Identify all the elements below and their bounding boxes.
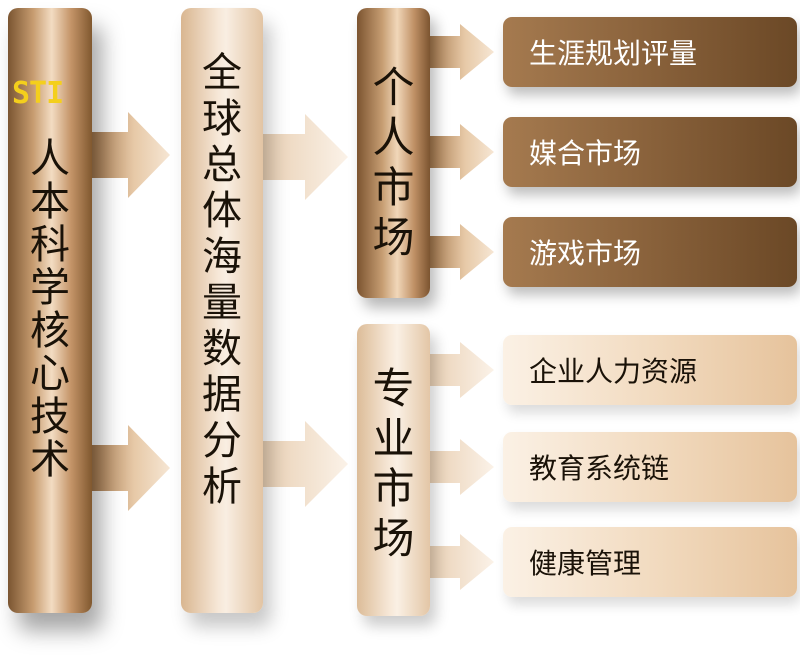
analysis-char: 析 [202, 464, 242, 510]
personal-market-char: 场 [372, 213, 415, 262]
core-tech-label: 人 本 科 学 核 心 技 术 [30, 138, 70, 482]
core-tech-char: 术 [30, 437, 70, 483]
professional-market-char: 市 [372, 464, 415, 513]
core-tech-char: 技 [30, 394, 70, 440]
arrow-personal-item-3 [429, 224, 494, 280]
professional-market-char: 场 [372, 514, 415, 563]
analysis-char: 总 [202, 142, 242, 188]
analysis-char: 量 [202, 280, 242, 326]
core-tech-char: 人 [30, 136, 70, 182]
analysis-char: 球 [202, 96, 242, 142]
arrow-core-to-analysis-top [90, 112, 170, 198]
personal-market-label: 个 人 市 场 [372, 63, 414, 263]
personal-item-game-market: 游戏市场 [503, 217, 797, 287]
arrow-professional-item-2 [429, 439, 494, 495]
arrow-professional-item-3 [429, 534, 494, 590]
professional-item-enterprise-hr: 企业人力资源 [503, 335, 797, 405]
core-tech-char: 科 [30, 222, 70, 268]
core-tech-char: 学 [30, 265, 70, 311]
analysis-char: 全 [202, 50, 242, 96]
analysis-char: 据 [202, 372, 242, 418]
arrow-analysis-to-personal [262, 114, 348, 200]
personal-market-pillar: 个 人 市 场 [357, 8, 430, 298]
arrow-core-to-analysis-bottom [90, 425, 170, 511]
sti-logo: STI [12, 76, 64, 111]
personal-market-char: 市 [372, 163, 415, 212]
arrow-analysis-to-professional [262, 421, 348, 507]
professional-market-char: 专 [372, 364, 415, 413]
arrow-professional-item-1 [429, 342, 494, 398]
personal-market-char: 人 [372, 113, 415, 162]
analysis-char: 海 [202, 234, 242, 280]
personal-item-career-planning: 生涯规划评量 [503, 17, 797, 87]
analysis-char: 数 [202, 326, 242, 372]
core-tech-char: 本 [30, 179, 70, 225]
professional-item-education-chain: 教育系统链 [503, 432, 797, 502]
analysis-pillar: 全 球 总 体 海 量 数 据 分 析 [181, 8, 263, 613]
professional-market-label: 专 业 市 场 [372, 364, 414, 564]
personal-market-char: 个 [372, 63, 415, 112]
core-tech-char: 心 [30, 351, 70, 397]
analysis-label: 全 球 总 体 海 量 数 据 分 析 [202, 50, 242, 510]
arrow-personal-item-1 [429, 24, 494, 80]
core-tech-pillar: 人 本 科 学 核 心 技 术 [8, 8, 92, 613]
professional-item-health-management: 健康管理 [503, 527, 797, 597]
arrow-personal-item-2 [429, 124, 494, 180]
professional-market-char: 业 [372, 414, 415, 463]
analysis-char: 分 [202, 418, 242, 464]
professional-market-pillar: 专 业 市 场 [357, 324, 430, 616]
personal-item-matching-market: 媒合市场 [503, 117, 797, 187]
analysis-char: 体 [202, 188, 242, 234]
core-tech-char: 核 [30, 308, 70, 354]
